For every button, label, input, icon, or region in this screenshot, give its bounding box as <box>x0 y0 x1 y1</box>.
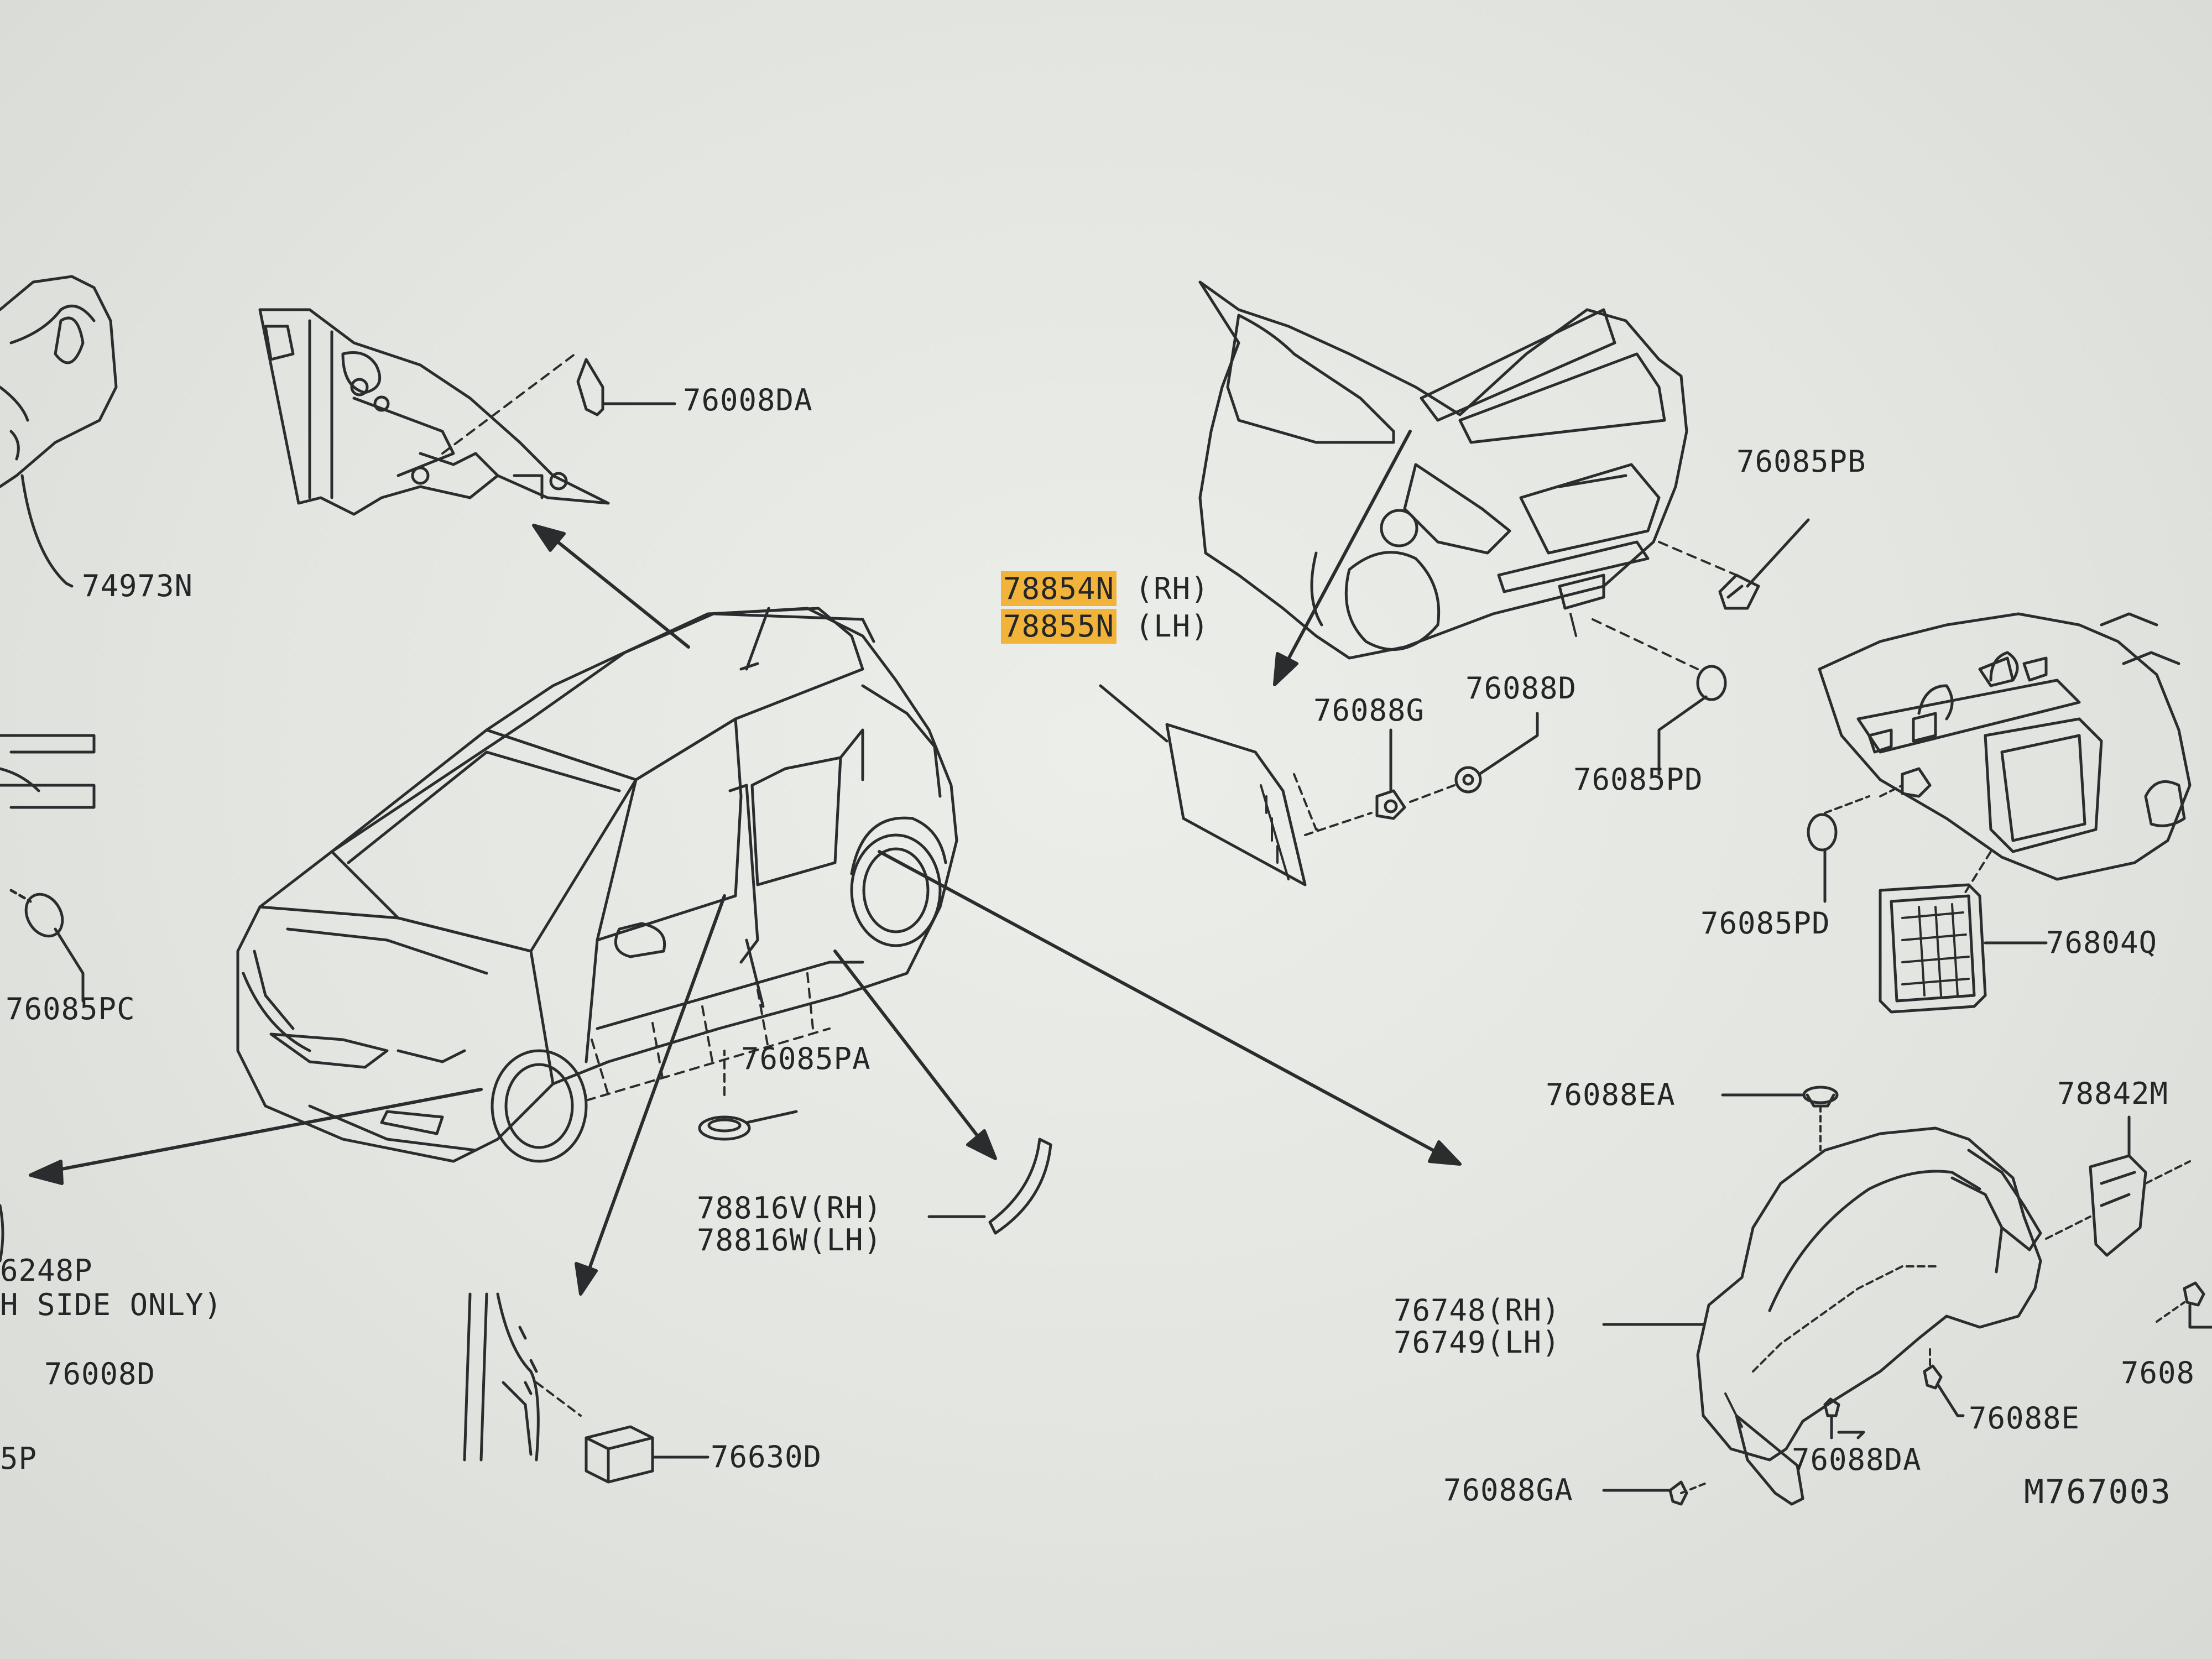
wheel-arch-liner <box>1602 1086 2042 1506</box>
mud-flap-part <box>1099 684 1539 886</box>
label-76085PC: 76085PC <box>6 992 135 1026</box>
label-76085PD-upper: 76085PD <box>1573 762 1703 797</box>
main-car-drawing <box>236 607 958 1163</box>
highlight-78854N: 78854N <box>1001 571 1117 606</box>
label-78855N-side: (LH) <box>1135 609 1209 644</box>
label-76088EA: 76088EA <box>1546 1077 1676 1112</box>
label-76630D: 76630D <box>711 1439 822 1474</box>
quarter-panel-detail <box>258 308 676 516</box>
label-76085PA: 76085PA <box>741 1041 871 1076</box>
label-76749: 76749(LH) <box>1394 1325 1561 1360</box>
label-76088E: 76088E <box>1969 1401 2080 1436</box>
label-76008DA-upper: 76008DA <box>683 383 813 418</box>
label-78816W: 78816W(LH) <box>697 1223 883 1258</box>
label-76088G: 76088G <box>1313 693 1425 728</box>
grommet-76085PD-upper <box>1657 665 1727 776</box>
bracket-78842M <box>2045 1115 2212 1329</box>
clip-76085PA <box>698 1050 798 1141</box>
label-76748: 76748(RH) <box>1394 1293 1561 1328</box>
rear-view-car <box>1198 280 1738 670</box>
label-lh-side-only: H SIDE ONLY) <box>0 1287 223 1322</box>
label-78854N-side: (RH) <box>1135 571 1209 606</box>
diagram-code: M767003 <box>2024 1473 2172 1511</box>
clip-76085PB <box>1718 518 1810 610</box>
highlight-78855N: 78855N <box>1001 609 1117 644</box>
label-7608-edge: 7608 <box>2121 1355 2195 1390</box>
label-76088GA: 76088GA <box>1443 1473 1573 1507</box>
label-78842M: 78842M <box>2057 1076 2169 1111</box>
label-76088DA-lower: 76088DA <box>1792 1442 1922 1477</box>
pillar-detail-76630D <box>463 1292 709 1484</box>
label-76088D: 76088D <box>1465 671 1577 706</box>
label-78855N: 78855N (LH) <box>1001 609 1209 644</box>
label-76085PD-lower: 76085PD <box>1700 906 1830 941</box>
label-78816V: 78816V(RH) <box>697 1191 883 1225</box>
label-78854N: 78854N (RH) <box>1001 571 1209 606</box>
label-74973N: 74973N <box>82 568 194 603</box>
moulding-78816 <box>927 1138 1052 1235</box>
callout-arrows <box>29 430 1462 1296</box>
vent-assembly <box>1807 612 2192 1014</box>
label-76085PB: 76085PB <box>1736 444 1866 479</box>
label-76804Q: 76804Q <box>2046 925 2158 960</box>
label-76008D: 76008D <box>44 1357 156 1391</box>
label-5P: 5P <box>0 1441 38 1476</box>
left-edge-parts <box>0 275 118 1262</box>
label-6248P: 6248P <box>0 1253 93 1288</box>
